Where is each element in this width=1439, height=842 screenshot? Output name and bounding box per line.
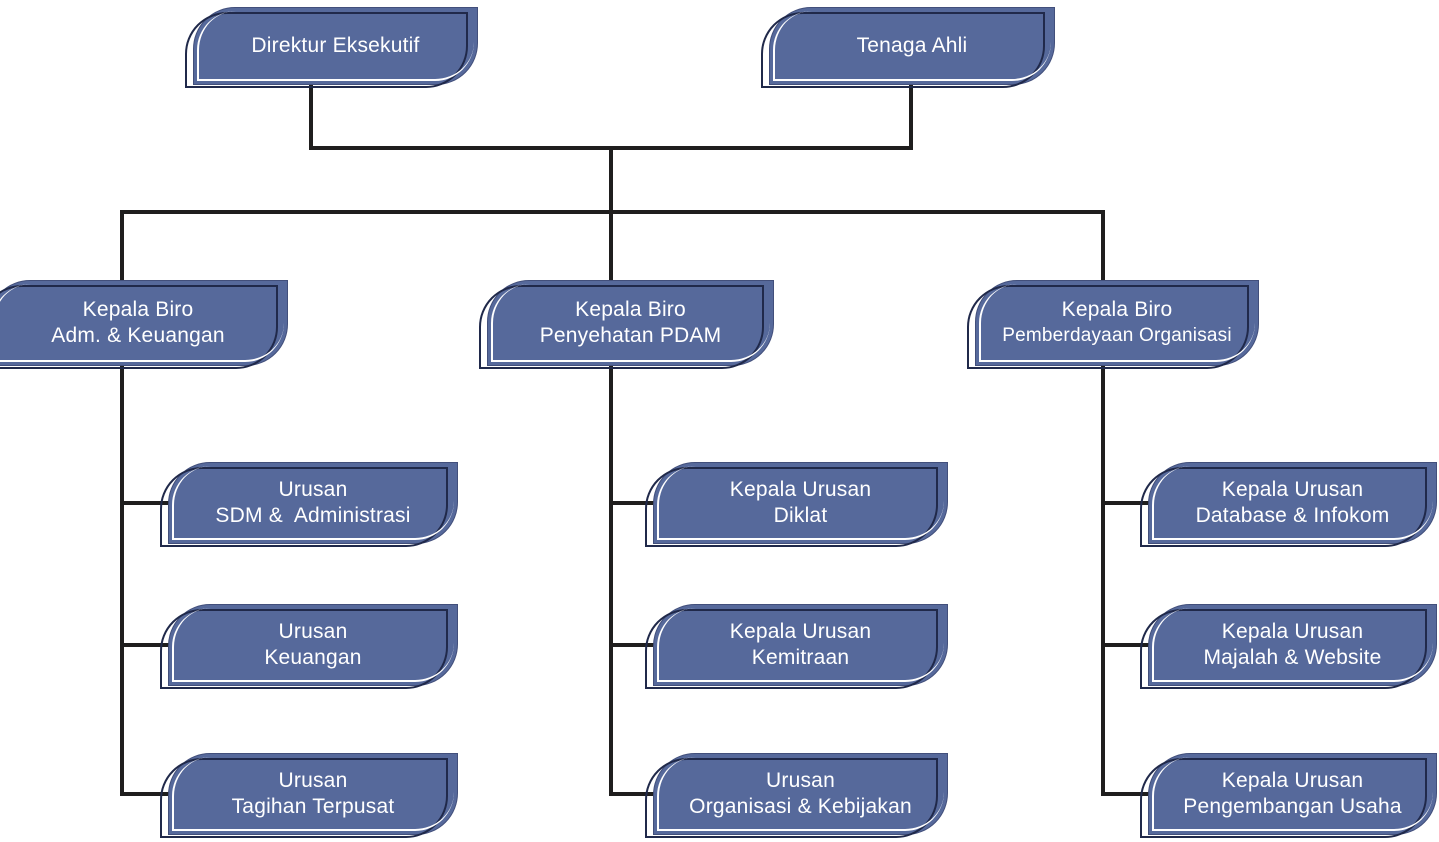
- connector-stub-b1-child3: [120, 792, 172, 796]
- connector-tenaga-ahli-drop: [909, 85, 913, 150]
- node-label: Kepala Urusan: [1221, 478, 1364, 501]
- node-label: Kepala Urusan: [1221, 620, 1364, 643]
- node-label: SDM & Administrasi: [215, 504, 411, 527]
- node-label: Tagihan Terpusat: [231, 795, 395, 818]
- connector-bureau3-drop: [1101, 210, 1105, 282]
- node-label: Direktur Eksekutif: [251, 34, 420, 57]
- connector-stub-b1-child2: [120, 643, 172, 647]
- connector-stub-b2-child3: [609, 792, 657, 796]
- connector-stub-b3-child3: [1101, 792, 1152, 796]
- node-label: Kepala Biro: [575, 298, 686, 321]
- node-label: Pemberdayaan Organisasi: [1002, 325, 1232, 346]
- node-label: Penyehatan PDAM: [539, 324, 722, 347]
- node-direktur-eksekutif: Direktur Eksekutif: [185, 7, 478, 88]
- node-urusan-organisasi-kebijakan: Urusan Organisasi & Kebijakan: [645, 753, 948, 838]
- node-label: Kemitraan: [751, 646, 850, 669]
- node-label: Diklat: [773, 504, 828, 527]
- connector-bureau1-trunk: [120, 364, 124, 796]
- node-label: Kepala Urusan: [729, 478, 872, 501]
- node-kepala-biro-penyehatan-pdam: Kepala Biro Penyehatan PDAM: [479, 280, 774, 369]
- connector-mid-drop: [609, 146, 613, 214]
- connector-bureau2-drop: [609, 210, 613, 282]
- node-label: Tenaga Ahli: [856, 34, 968, 57]
- connector-bureau2-trunk: [609, 364, 613, 796]
- node-label: Kepala Urusan: [729, 620, 872, 643]
- connector-bureau3-trunk: [1101, 364, 1105, 796]
- connector-bureau1-drop: [120, 210, 124, 282]
- node-label: Urusan: [278, 478, 348, 501]
- node-urusan-sdm-administrasi: Urusan SDM & Administrasi: [160, 462, 458, 547]
- node-kepala-biro-pemberdayaan-organisasi: Kepala Biro Pemberdayaan Organisasi: [967, 280, 1259, 369]
- node-label: Kepala Biro: [1061, 298, 1173, 321]
- connector-stub-b2-child2: [609, 643, 657, 647]
- connector-stub-b3-child2: [1101, 643, 1152, 647]
- node-label: Kepala Biro: [82, 298, 194, 321]
- connector-direktur-drop: [309, 85, 313, 150]
- node-label: Keuangan: [264, 646, 362, 669]
- node-tenaga-ahli: Tenaga Ahli: [761, 7, 1055, 88]
- node-label: Majalah & Website: [1203, 646, 1382, 669]
- node-kepala-urusan-pengembangan-usaha: Kepala Urusan Pengembangan Usaha: [1140, 753, 1437, 838]
- node-kepala-urusan-diklat: Kepala Urusan Diklat: [645, 462, 948, 547]
- node-label: Urusan: [278, 620, 348, 643]
- node-kepala-urusan-kemitraan: Kepala Urusan Kemitraan: [645, 604, 948, 689]
- node-kepala-biro-adm-keuangan: Kepala Biro Adm. & Keuangan: [0, 280, 288, 369]
- node-label: Urusan: [766, 769, 835, 792]
- node-urusan-keuangan: Urusan Keuangan: [160, 604, 458, 689]
- node-label: Organisasi & Kebijakan: [689, 795, 912, 818]
- node-urusan-tagihan-terpusat: Urusan Tagihan Terpusat: [160, 753, 458, 838]
- node-label: Pengembangan Usaha: [1183, 795, 1402, 818]
- node-label: Urusan: [278, 769, 348, 792]
- connector-stub-b3-child1: [1101, 501, 1152, 505]
- node-kepala-urusan-database-infokom: Kepala Urusan Database & Infokom: [1140, 462, 1437, 547]
- node-label: Kepala Urusan: [1221, 769, 1364, 792]
- node-label: Database & Infokom: [1195, 504, 1390, 527]
- node-kepala-urusan-majalah-website: Kepala Urusan Majalah & Website: [1140, 604, 1437, 689]
- connector-stub-b2-child1: [609, 501, 657, 505]
- node-label: Adm. & Keuangan: [51, 324, 225, 347]
- connector-stub-b1-child1: [120, 501, 172, 505]
